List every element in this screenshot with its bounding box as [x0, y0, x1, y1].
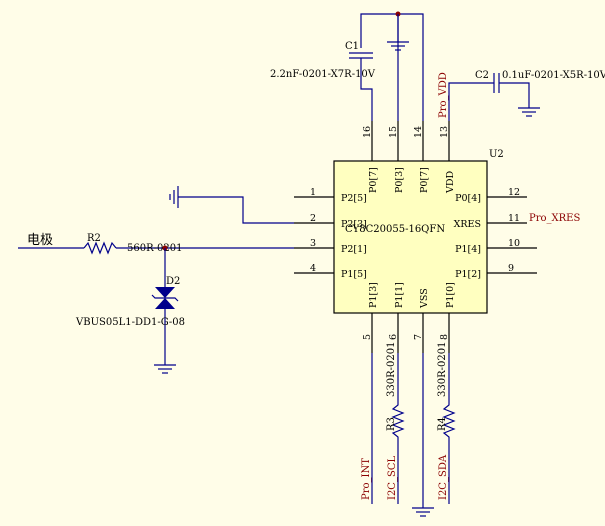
pin-number-9: 9	[508, 263, 514, 274]
pin-number-13: 13	[439, 126, 450, 138]
pin-number-11: 11	[508, 213, 520, 224]
d2-designator: D2	[166, 276, 180, 287]
c2-designator: C2	[475, 70, 489, 81]
pin-number-4: 4	[310, 263, 316, 274]
pin-name-p2-5: P2[5]	[341, 193, 367, 204]
pin-name-p1-1: P1[1]	[394, 282, 405, 308]
right-pins: 12 11 10 9 P0[4] XRES P1[4] P1[2]	[454, 187, 537, 280]
ground-symbol	[169, 186, 179, 208]
bottom-pins: 5 6 7 8 P1[3] P1[1] VSS P1[0]	[362, 282, 456, 353]
r3-designator: R3	[386, 417, 397, 431]
pin-number-14: 14	[413, 126, 424, 138]
r4-value: 330R-0201	[437, 342, 448, 397]
ground-symbol	[518, 107, 540, 117]
pin-name-p2-1: P2[1]	[341, 244, 367, 255]
pin-number-7: 7	[413, 334, 424, 340]
net-label-pro-vdd: Pro_VDD	[438, 72, 449, 118]
pin-number-10: 10	[508, 238, 520, 249]
ground-symbol	[154, 364, 176, 374]
c1-value: 2.2nF-0201-X7R-10V	[270, 69, 376, 80]
net-label-pro-int: Pro_INT	[361, 458, 372, 500]
pin-name-vdd: VDD	[445, 171, 456, 194]
d2-tvs-diode	[151, 248, 179, 365]
r4-resistor	[442, 353, 456, 504]
pin-name-top-p0-7b: P0[7]	[419, 167, 430, 193]
ground-symbol	[412, 507, 434, 517]
chip-body	[333, 160, 488, 314]
pin-name-p1-0: P1[0]	[445, 282, 456, 308]
pin-number-1: 1	[310, 187, 316, 198]
c2-network	[448, 73, 530, 121]
pin-name-p1-2: P1[2]	[455, 269, 481, 280]
pin-name-p1-3: P1[3]	[368, 282, 379, 308]
c1-network	[349, 11, 424, 121]
c2-value: 0.1uF-0201-X5R-10V	[502, 70, 605, 81]
chip-part-number: CY8C20055-16QFN	[345, 224, 445, 235]
d2-value: VBUS05L1-DD1-G-08	[75, 317, 185, 328]
pin-name-p1-5: P1[5]	[341, 269, 367, 280]
r2-value: 560R-0201	[127, 243, 182, 254]
pin-number-5: 5	[362, 334, 373, 340]
pin2-ground-wire	[178, 196, 294, 224]
ground-symbol	[387, 14, 409, 51]
r3-resistor	[391, 353, 405, 504]
pin-name-p2-3: P2[3]	[341, 219, 367, 230]
pin-number-2: 2	[310, 213, 316, 224]
pin-name-xres: XRES	[454, 219, 481, 230]
electrode-label: 电极	[27, 233, 53, 248]
pin-number-16: 16	[362, 126, 373, 138]
pin-name-vss: VSS	[419, 288, 430, 309]
r2-resistor	[83, 241, 117, 255]
r3-value: 330R-0201	[386, 342, 397, 397]
r2-designator: R2	[87, 233, 101, 244]
chip-designator: U2	[489, 149, 504, 160]
net-label-i2c-scl: I2C_SCL	[387, 456, 398, 500]
c1-designator: C1	[345, 41, 359, 52]
left-pins: 1 2 3 4 P2[5] P2[3] P2[1] P1[5]	[294, 187, 367, 280]
r4-designator: R4	[437, 417, 448, 431]
pin-number-6: 6	[388, 334, 399, 340]
pin-name-top-p0-3: P0[3]	[394, 167, 405, 193]
pin-name-top-p0-7a: P0[7]	[368, 167, 379, 193]
top-pins: 16 15 14 13 P0[7] P0[3] P0[7] VDD	[362, 121, 456, 194]
net-label-i2c-sda: I2C_SDA	[438, 454, 449, 500]
pin-name-p1-4: P1[4]	[455, 244, 481, 255]
pin-number-15: 15	[388, 126, 399, 138]
pin-number-12: 12	[508, 187, 520, 198]
pin-name-p0-4: P0[4]	[455, 193, 481, 204]
net-label-pro-xres: Pro_XRES	[529, 213, 580, 224]
pin-number-3: 3	[310, 238, 316, 249]
pin-number-8: 8	[439, 334, 450, 340]
